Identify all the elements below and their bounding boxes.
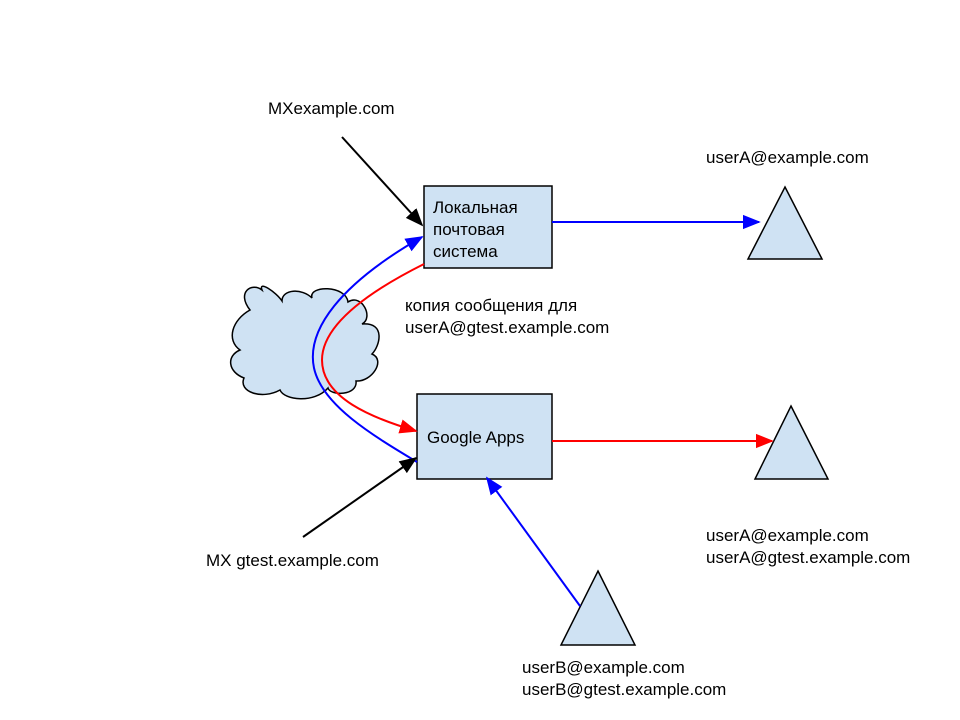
local-mail-line-3: система [433,242,498,261]
mx-gtest-label: MX gtest.example.com [206,550,379,572]
internet-cloud-icon [230,285,380,400]
mx-example-label: MXexample.com [268,98,395,120]
user-a-google-line-1: userA@example.com [706,526,869,545]
copy-note-line-1: копия сообщения для [405,296,578,315]
user-a-google-triangle-icon [753,404,830,480]
mx-example-pointer-arrow [341,136,424,227]
user-b-line-2: userB@gtest.example.com [522,680,727,699]
mx-example-text: MXexample.com [268,99,395,118]
user-a-top-triangle-icon [746,185,824,260]
user-a-google-line-2: userA@gtest.example.com [706,548,911,567]
copy-note-line-2: userA@gtest.example.com [405,318,610,337]
mx-gtest-text: MX gtest.example.com [206,551,379,570]
user-b-triangle-icon [559,569,637,646]
copy-note-label: копия сообщения для userA@gtest.example.… [405,295,609,339]
user-a-top-text: userA@example.com [706,148,869,167]
user-a-top-label: userA@example.com [706,147,869,169]
google-apps-box [416,393,553,480]
user-b-line-1: userB@example.com [522,658,685,677]
local-mail-line-1: Локальная [433,198,518,217]
red-copy-path [320,263,425,434]
blue-inbound-path [311,236,424,463]
local-mail-system-label: Локальная почтовая система [433,198,522,261]
user-b-label: userB@example.com userB@gtest.example.co… [522,657,726,701]
blue-user-b-arrow [485,476,581,607]
local-mail-system-box [423,185,553,269]
google-apps-label: Google Apps [427,428,524,447]
local-mail-line-2: почтовая [433,220,505,239]
user-a-google-label: userA@example.com userA@gtest.example.co… [706,525,910,569]
mx-gtest-pointer-arrow [302,456,418,538]
